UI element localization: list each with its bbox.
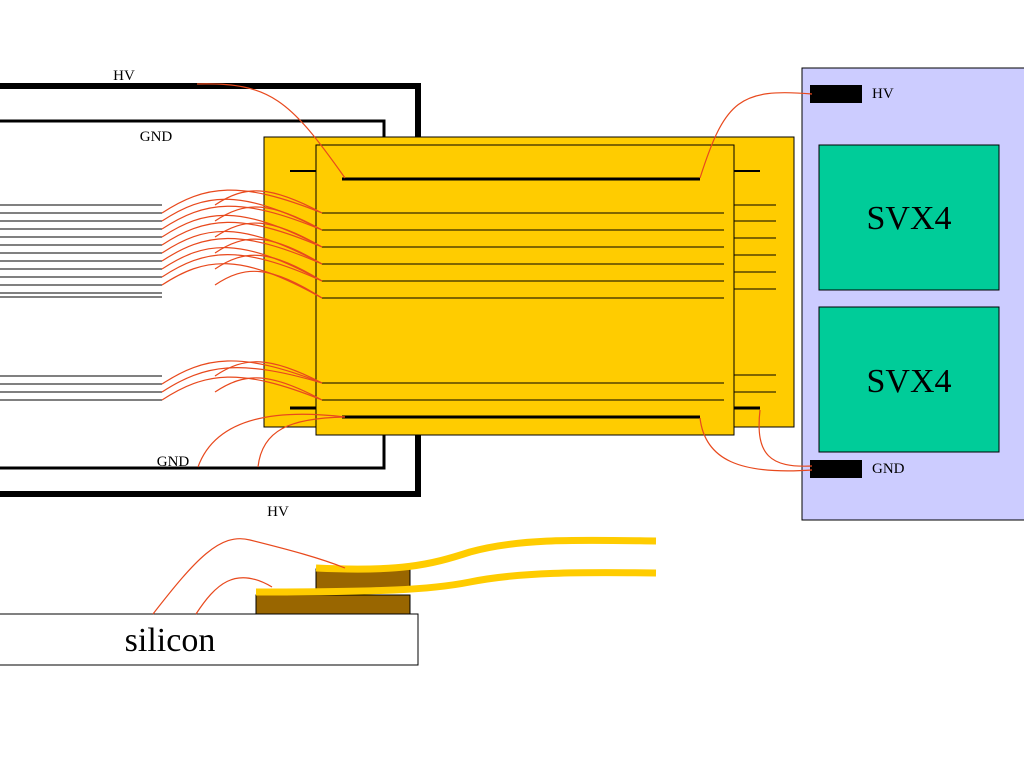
strip-lines-upper bbox=[0, 204, 162, 298]
kapton-front-layer bbox=[315, 144, 735, 436]
gnd-label-board: GND bbox=[872, 461, 905, 477]
kapton-cable-upper bbox=[315, 536, 657, 573]
front-layer-traces bbox=[322, 212, 724, 401]
hv-pad bbox=[810, 85, 862, 103]
back-layer-dashes bbox=[290, 170, 760, 410]
gnd-wire-right-1 bbox=[699, 417, 813, 472]
gnd-wire-right-2 bbox=[758, 409, 813, 467]
wirebonds-lower bbox=[161, 360, 323, 401]
wirebonds-upper bbox=[161, 189, 323, 299]
svx4-chip-1 bbox=[818, 144, 1000, 291]
hv-label-board: HV bbox=[872, 86, 894, 102]
strip-lines-lower bbox=[0, 375, 162, 401]
gnd-wire-left-2 bbox=[257, 416, 346, 468]
hv-label-bottom: HV bbox=[267, 504, 289, 520]
lower-brown-block bbox=[255, 594, 411, 615]
hv-label-top-left: HV bbox=[113, 68, 135, 84]
svx4-chip-2 bbox=[818, 306, 1000, 453]
hv-wire-left bbox=[196, 83, 346, 179]
gnd-label-top: GND bbox=[140, 129, 173, 145]
svx4-chip-1-label: SVX4 bbox=[866, 200, 951, 237]
gnd-label-bottom: GND bbox=[157, 454, 190, 470]
kapton-cable-lower bbox=[255, 569, 657, 596]
hv-wire-right bbox=[699, 92, 813, 179]
gnd-wire-left-1 bbox=[197, 413, 346, 468]
xsec-wirebond-1 bbox=[152, 538, 346, 615]
gnd-pad bbox=[810, 460, 862, 478]
silicon-label: silicon bbox=[125, 622, 216, 659]
xsec-wirebond-2 bbox=[195, 577, 273, 615]
silicon-bar bbox=[0, 613, 419, 666]
svx4-chip-2-label: SVX4 bbox=[866, 363, 951, 400]
back-layer-trace-stubs bbox=[734, 204, 776, 393]
